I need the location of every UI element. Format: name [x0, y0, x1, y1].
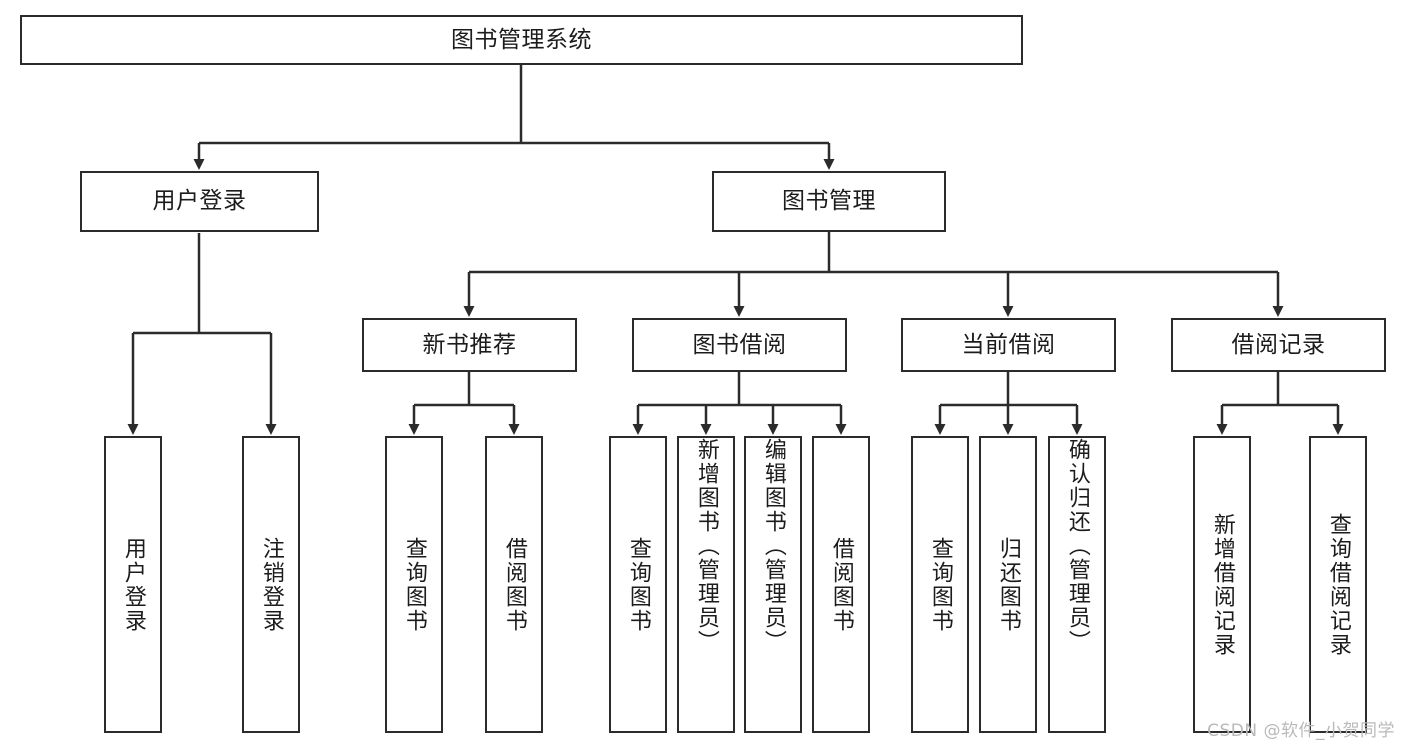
node-current-borrow[interactable]: 当前借阅	[901, 318, 1116, 372]
node-label: 编辑图书（管理员）	[760, 438, 786, 654]
node-label: 查询图书	[401, 536, 427, 633]
node-book-management-system[interactable]: 图书管理系统	[20, 15, 1023, 65]
node-leaf-borrow-book[interactable]: 借阅图书	[812, 436, 870, 733]
node-leaf-query-book-recommend[interactable]: 查询图书	[385, 436, 443, 733]
node-user-login[interactable]: 用户登录	[80, 171, 319, 232]
node-label: 新增借阅记录	[1209, 512, 1235, 657]
node-label: 用户登录	[152, 188, 247, 215]
node-label: 查询借阅记录	[1325, 512, 1351, 657]
node-label: 查询图书	[625, 536, 651, 633]
node-label: 新增图书（管理员）	[693, 438, 719, 654]
node-label: 归还图书	[995, 536, 1021, 633]
node-label: 借阅图书	[828, 536, 854, 633]
node-leaf-edit-book-admin[interactable]: 编辑图书（管理员）	[744, 436, 802, 733]
node-leaf-query-book-current[interactable]: 查询图书	[911, 436, 969, 733]
node-label: 查询图书	[927, 536, 953, 633]
node-leaf-confirm-return-admin[interactable]: 确认归还（管理员）	[1048, 436, 1106, 733]
watermark-text: CSDN @软件_小贺同学	[1207, 721, 1395, 741]
node-book-management[interactable]: 图书管理	[712, 171, 946, 232]
node-label: 图书管理系统	[451, 26, 592, 53]
node-leaf-query-book-borrow[interactable]: 查询图书	[609, 436, 667, 733]
node-label: 当前借阅	[961, 331, 1056, 358]
node-leaf-borrow-book-recommend[interactable]: 借阅图书	[485, 436, 543, 733]
node-book-borrow[interactable]: 图书借阅	[632, 318, 847, 372]
node-leaf-query-borrow-record[interactable]: 查询借阅记录	[1309, 436, 1367, 733]
node-label: 借阅记录	[1231, 331, 1326, 358]
node-label: 新书推荐	[422, 331, 517, 358]
node-label: 图书管理	[782, 188, 876, 215]
node-leaf-logout[interactable]: 注销登录	[242, 436, 300, 733]
node-label: 借阅图书	[501, 536, 527, 633]
node-new-book-recommend[interactable]: 新书推荐	[362, 318, 577, 372]
node-leaf-add-borrow-record[interactable]: 新增借阅记录	[1193, 436, 1251, 733]
node-label: 注销登录	[258, 536, 284, 633]
node-label: 确认归还（管理员）	[1064, 438, 1090, 654]
node-leaf-add-book-admin[interactable]: 新增图书（管理员）	[677, 436, 735, 733]
node-label: 用户登录	[120, 536, 146, 633]
node-label: 图书借阅	[692, 331, 787, 358]
node-leaf-user-login[interactable]: 用户登录	[104, 436, 162, 733]
node-borrow-record[interactable]: 借阅记录	[1171, 318, 1386, 372]
node-leaf-return-book[interactable]: 归还图书	[979, 436, 1037, 733]
